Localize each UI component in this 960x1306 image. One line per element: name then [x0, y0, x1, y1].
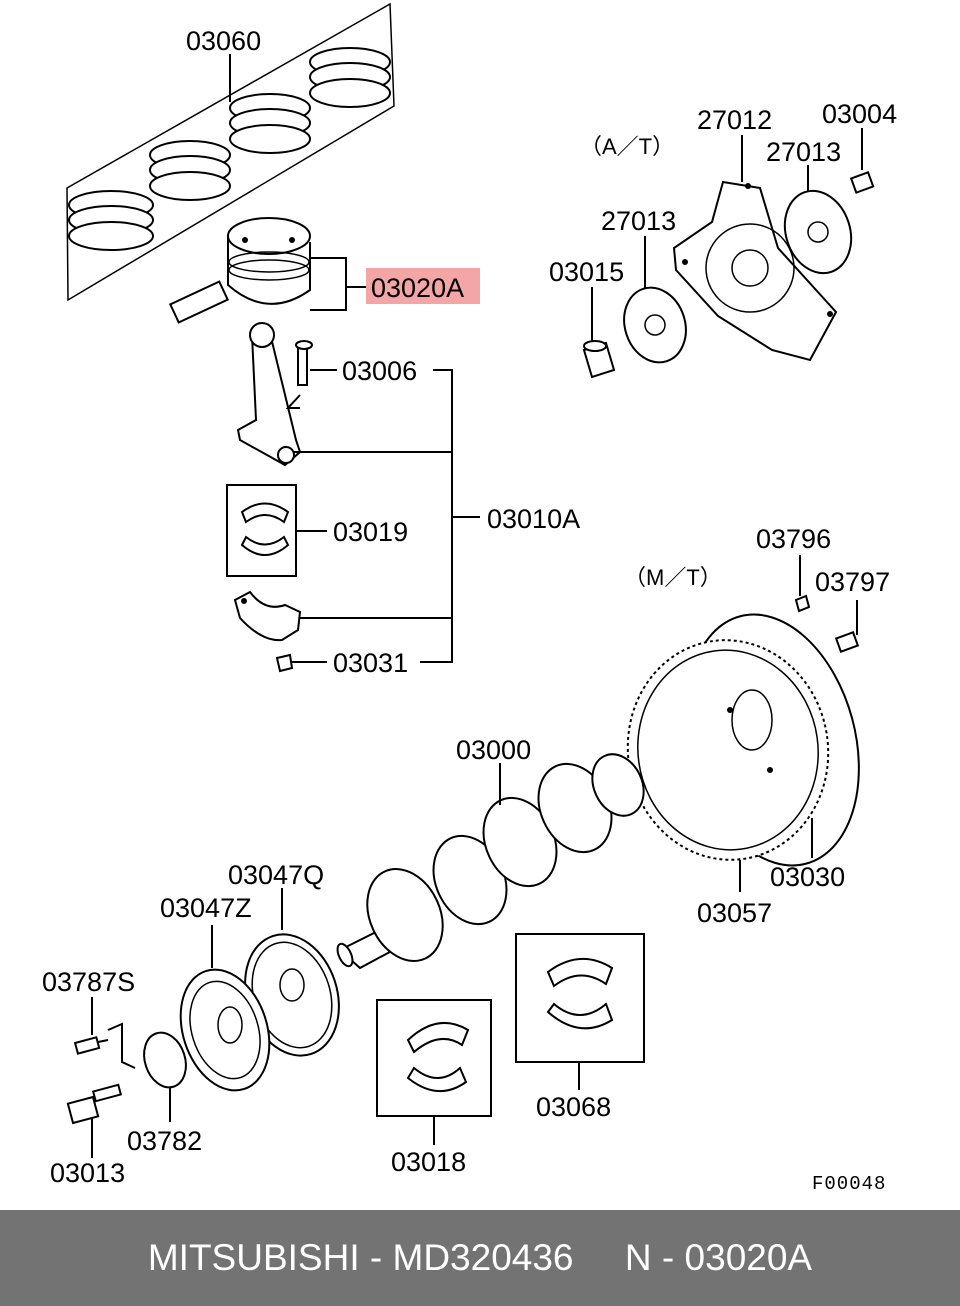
label-03787S: 03787S	[42, 967, 135, 997]
reference-prefix: N	[624, 1237, 652, 1278]
label-03796: 03796	[756, 524, 831, 554]
piston-ring-set	[66, 2, 395, 302]
label-03797: 03797	[815, 567, 890, 597]
label-03004: 03004	[822, 99, 897, 129]
label-03018: 03018	[391, 1147, 466, 1177]
spacer	[574, 1237, 625, 1279]
crankshaft	[336, 753, 645, 970]
label-03047Q: 03047Q	[228, 860, 324, 890]
note-automatic-transmission: （A／T）	[580, 134, 674, 159]
label-27013-right: 27013	[766, 137, 841, 167]
label-03057: 03057	[697, 898, 772, 928]
label-27012: 27012	[697, 105, 772, 135]
brand-name: MITSUBISHI	[147, 1237, 360, 1278]
part-number: MD320436	[392, 1237, 574, 1278]
drive-plate-group	[582, 128, 875, 379]
separator: -	[359, 1237, 393, 1278]
label-27013-left: 27013	[601, 206, 676, 236]
label-03782: 03782	[127, 1126, 202, 1156]
main-bearing-box-03018	[376, 999, 492, 1145]
label-03000: 03000	[456, 735, 531, 765]
label-03060: 03060	[186, 26, 261, 56]
label-03047Z: 03047Z	[160, 893, 252, 923]
label-03015: 03015	[549, 257, 624, 287]
exploded-parts-diagram: 03060 03020A 03006 03019 03010A 03031 27…	[42, 2, 897, 1195]
label-03068: 03068	[536, 1092, 611, 1122]
label-03031: 03031	[333, 648, 408, 678]
label-03030: 03030	[770, 862, 845, 892]
piston	[168, 217, 366, 324]
note-manual-transmission: （M／T）	[624, 565, 722, 590]
damper-pulley-group	[66, 888, 340, 1158]
reference-code: 03020A	[684, 1237, 813, 1278]
highlight-box	[366, 268, 480, 304]
figure-code: F00048	[812, 1173, 886, 1195]
label-03019: 03019	[333, 517, 408, 547]
label-03020A: 03020A	[371, 273, 464, 303]
conrod-bearing-box	[226, 484, 327, 577]
label-03013: 03013	[50, 1158, 125, 1188]
label-03010A: 03010A	[487, 504, 580, 534]
label-03006: 03006	[342, 356, 417, 386]
separator: -	[651, 1237, 685, 1278]
main-bearing-box-03068	[515, 933, 645, 1090]
conrod-cap	[233, 590, 327, 673]
connecting-rod	[236, 322, 313, 467]
part-info-footer: MITSUBISHI - MD320436 N - 03020A	[0, 1210, 960, 1306]
flywheel-group	[626, 555, 860, 892]
